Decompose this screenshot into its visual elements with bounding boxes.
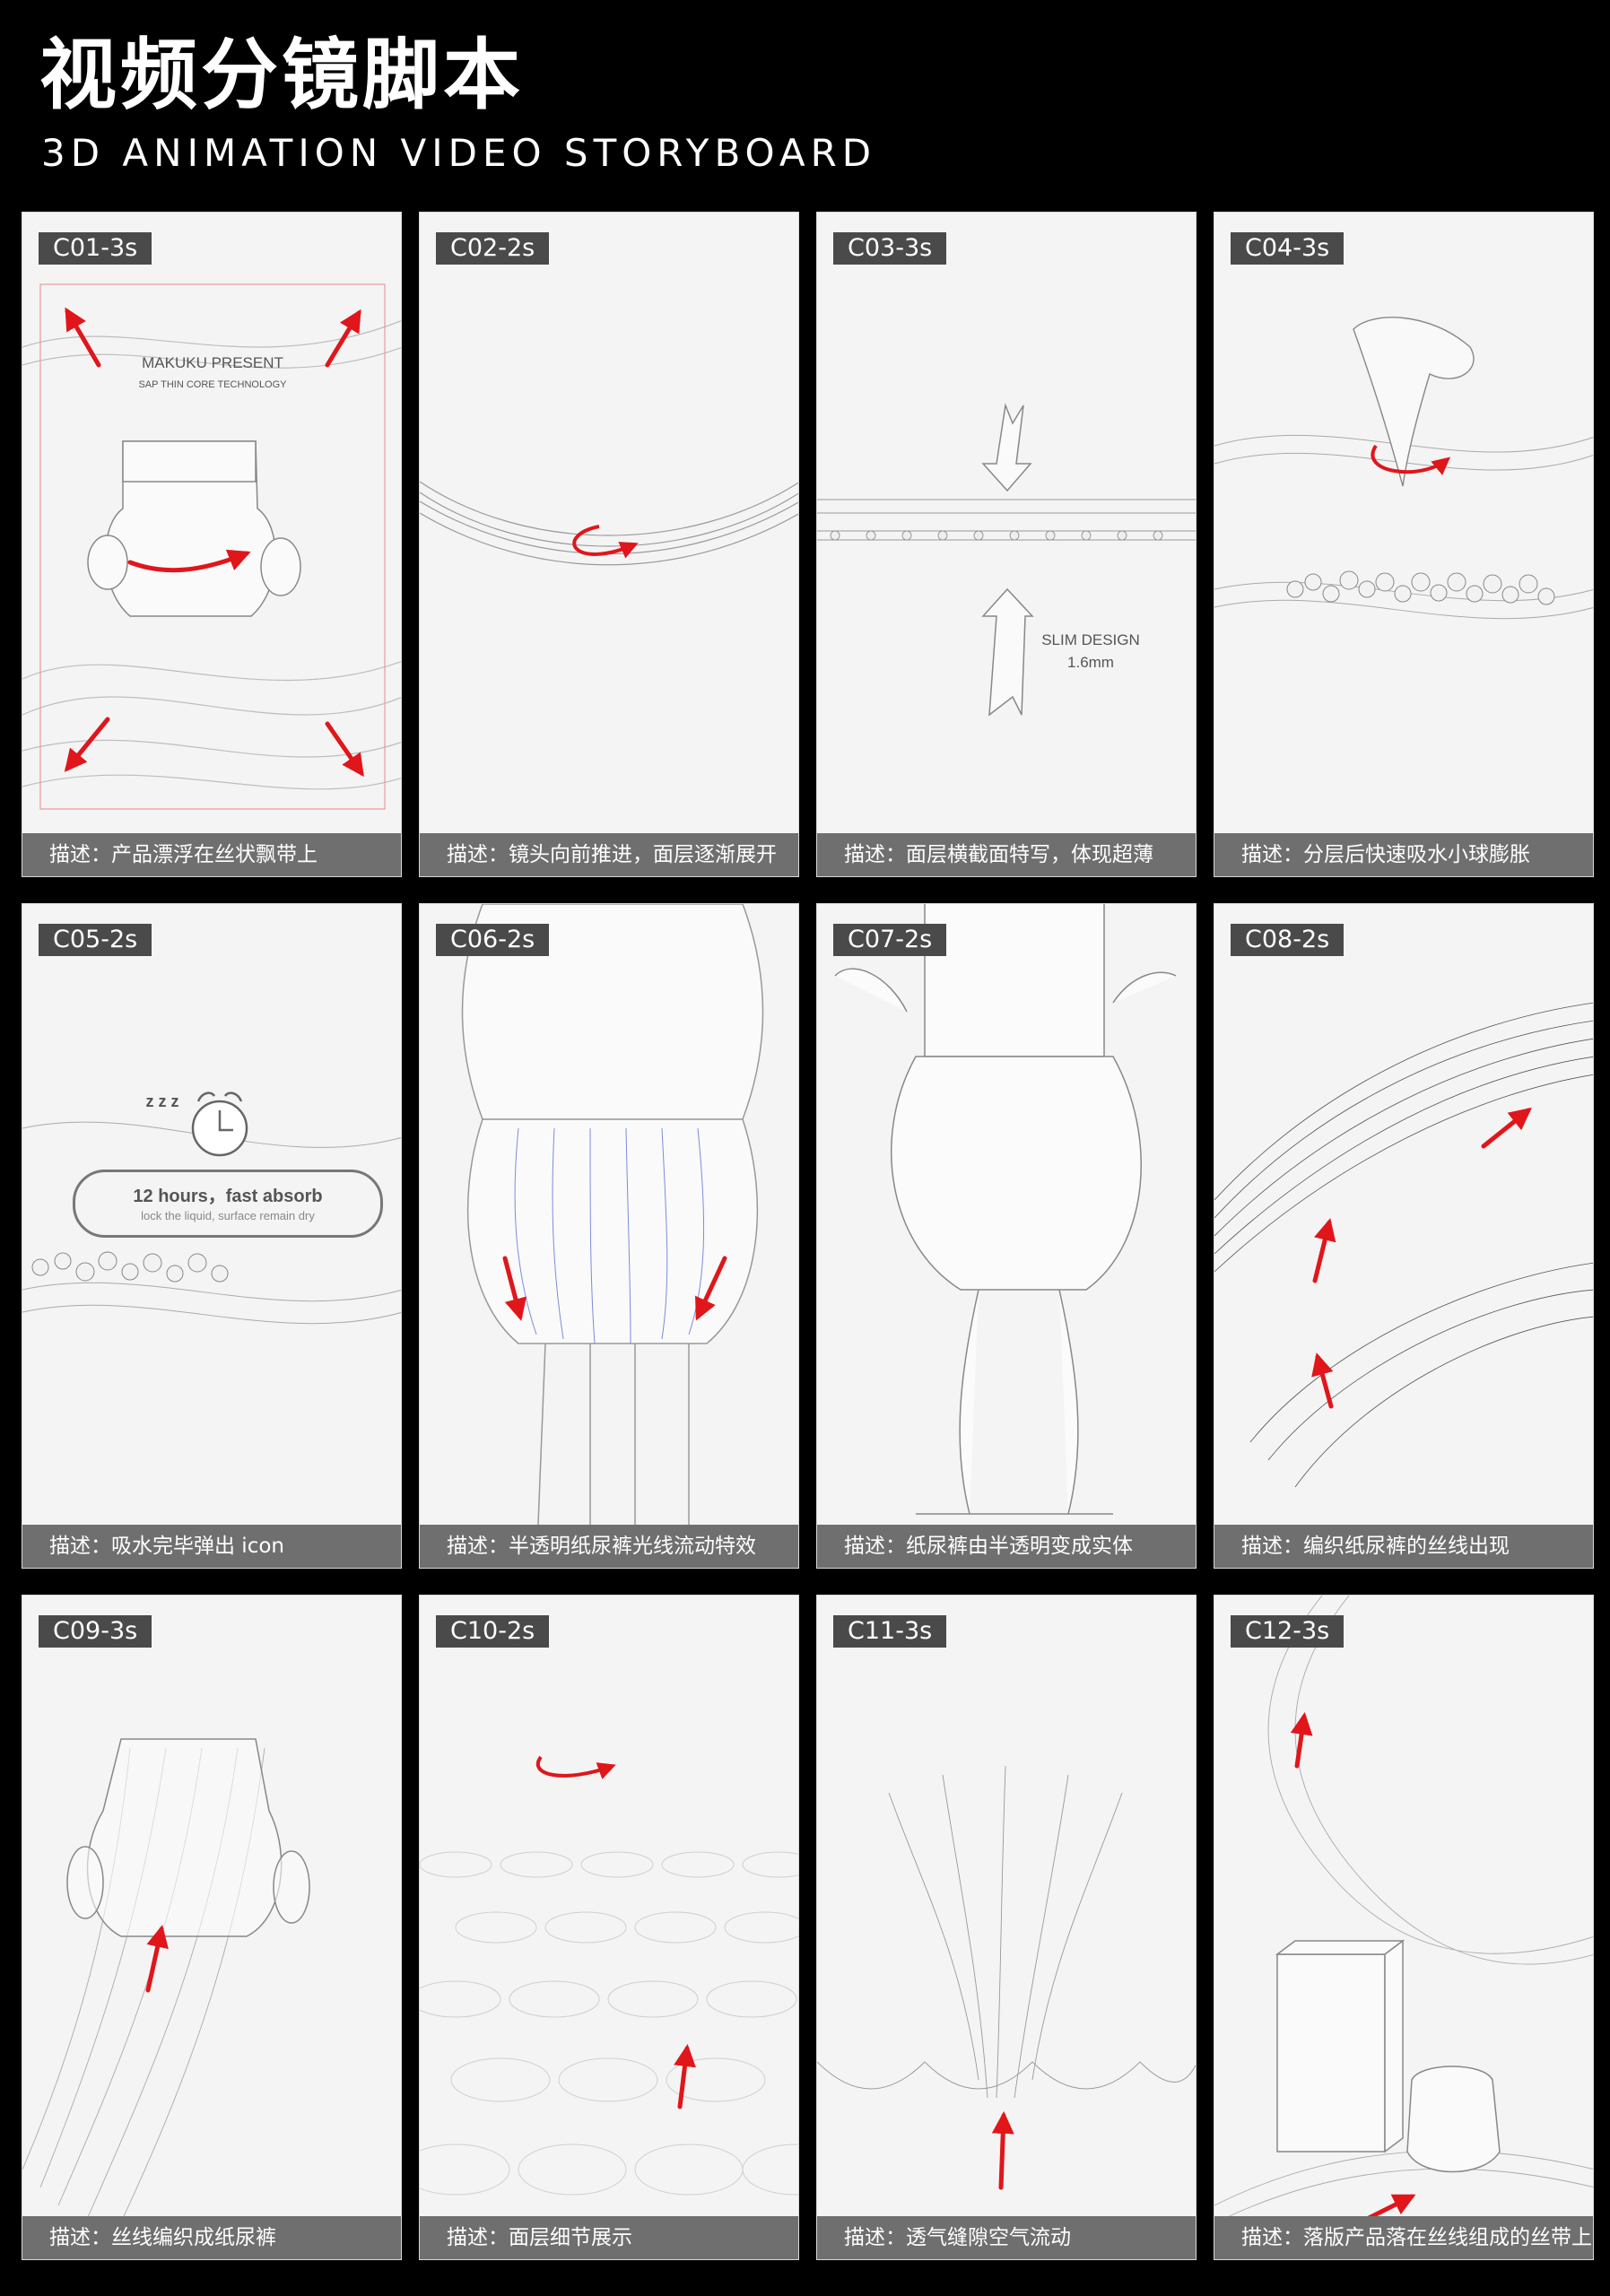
storyboard-panel-c07: C07-2s 描述：纸尿裤由半透明变成实体 xyxy=(816,903,1197,1569)
scene-camera-push-illustration xyxy=(420,481,798,566)
storyboard-panel-c10: C10-2s 描述：面层细节展示 xyxy=(419,1595,799,2260)
shot-badge: C06-2s xyxy=(436,924,550,956)
shot-badge: C04-3s xyxy=(1231,232,1345,265)
page-title: 视频分镜脚本 xyxy=(39,30,524,120)
thickness-text: 1.6mm xyxy=(1067,654,1114,671)
storyboard-panel-c01: MAKUKU PRESENT SAP THIN CORE TECHNOLOGY … xyxy=(22,212,402,877)
page-subtitle: 3D ANIMATION VIDEO STORYBOARD xyxy=(41,131,877,175)
shot-badge: C02-2s xyxy=(436,232,550,265)
shot-badge: C05-2s xyxy=(39,924,152,956)
shot-caption: 描述：纸尿裤由半透明变成实体 xyxy=(817,1525,1196,1568)
shot-caption: 描述：产品漂浮在丝状飘带上 xyxy=(22,833,401,876)
shot-caption: 描述：丝线编织成纸尿裤 xyxy=(22,2216,401,2259)
shot-caption: 描述：半透明纸尿裤光线流动特效 xyxy=(420,1525,798,1568)
shot-badge: C12-3s xyxy=(1231,1615,1345,1648)
scene-absorbent-beads-illustration xyxy=(1214,317,1593,620)
storyboard-panel-c08: C08-2s 描述：编织纸尿裤的丝线出现 xyxy=(1214,903,1594,1569)
shot-caption: 描述：分层后快速吸水小球膨胀 xyxy=(1214,833,1593,876)
shot-caption: 描述：镜头向前推进，面层逐渐展开 xyxy=(420,833,798,876)
storyboard-panel-c03: SLIM DESIGN 1.6mm C03-3s 描述：面层横截面特写，体现超薄 xyxy=(816,212,1197,877)
scene-final-product-illustration xyxy=(1214,1596,1593,2226)
shot-badge: C03-3s xyxy=(833,232,947,265)
shot-caption: 描述：编织纸尿裤的丝线出现 xyxy=(1214,1525,1593,1568)
slim-design-text: SLIM DESIGN xyxy=(1041,631,1140,648)
shot-caption: 描述：吸水完毕弹出 icon xyxy=(22,1525,401,1568)
storyboard-panel-c05: z z z 12 hours，fast absorb lock the liqu… xyxy=(22,903,402,1569)
storyboard-panel-c09: C09-3s 描述：丝线编织成纸尿裤 xyxy=(22,1595,402,2260)
storyboard-panel-c11: C11-3s 描述：透气缝隙空气流动 xyxy=(816,1595,1197,2260)
shot-badge: C11-3s xyxy=(833,1615,947,1648)
sap-technology-text: SAP THIN CORE TECHNOLOGY xyxy=(138,379,287,390)
scene-translucent-diaper-illustration xyxy=(461,904,764,1568)
alarm-clock-icon xyxy=(191,1091,248,1157)
storyboard-panel-c12: C12-3s 描述：落版产品落在丝线组成的丝带上 xyxy=(1214,1595,1594,2260)
absorb-info-card: 12 hours，fast absorb lock the liquid, su… xyxy=(73,1170,383,1238)
scene-threads-appear-illustration xyxy=(1214,1002,1593,1488)
shot-badge: C09-3s xyxy=(39,1615,152,1648)
makuku-present-text: MAKUKU PRESENT xyxy=(142,354,283,371)
shot-badge: C01-3s xyxy=(39,232,152,265)
shot-badge: C10-2s xyxy=(436,1615,550,1648)
scene-solid-diaper-illustration xyxy=(834,904,1177,1515)
shot-badge: C08-2s xyxy=(1231,924,1345,956)
scene-airflow-illustration xyxy=(817,1765,1196,2190)
scene-floating-product-illustration xyxy=(22,283,401,810)
storyboard-panel-c04: C04-3s 描述：分层后快速吸水小球膨胀 xyxy=(1214,212,1594,877)
shot-caption: 描述：面层细节展示 xyxy=(420,2216,798,2259)
scene-absorb-icon-illustration xyxy=(22,1091,401,1325)
scene-cross-section-illustration xyxy=(817,403,1196,717)
storyboard-panel-c06: C06-2s 描述：半透明纸尿裤光线流动特效 xyxy=(419,903,799,1569)
shot-badge: C07-2s xyxy=(833,924,947,956)
storyboard-grid: MAKUKU PRESENT SAP THIN CORE TECHNOLOGY … xyxy=(22,212,1594,2260)
shot-caption: 描述：透气缝隙空气流动 xyxy=(817,2216,1196,2259)
scene-weaving-diaper-illustration xyxy=(22,1738,310,2242)
shot-caption: 描述：面层横截面特写，体现超薄 xyxy=(817,833,1196,876)
storyboard-panel-c02: C02-2s 描述：镜头向前推进，面层逐渐展开 xyxy=(419,212,799,877)
scene-surface-detail-illustration xyxy=(420,1755,798,2196)
sleep-icon: z z z xyxy=(145,1092,179,1110)
absorb-subline: lock the liquid, surface remain dry xyxy=(141,1209,315,1222)
shot-caption: 描述：落版产品落在丝线组成的丝带上 xyxy=(1214,2216,1593,2259)
absorb-headline: 12 hours，fast absorb xyxy=(133,1187,323,1206)
